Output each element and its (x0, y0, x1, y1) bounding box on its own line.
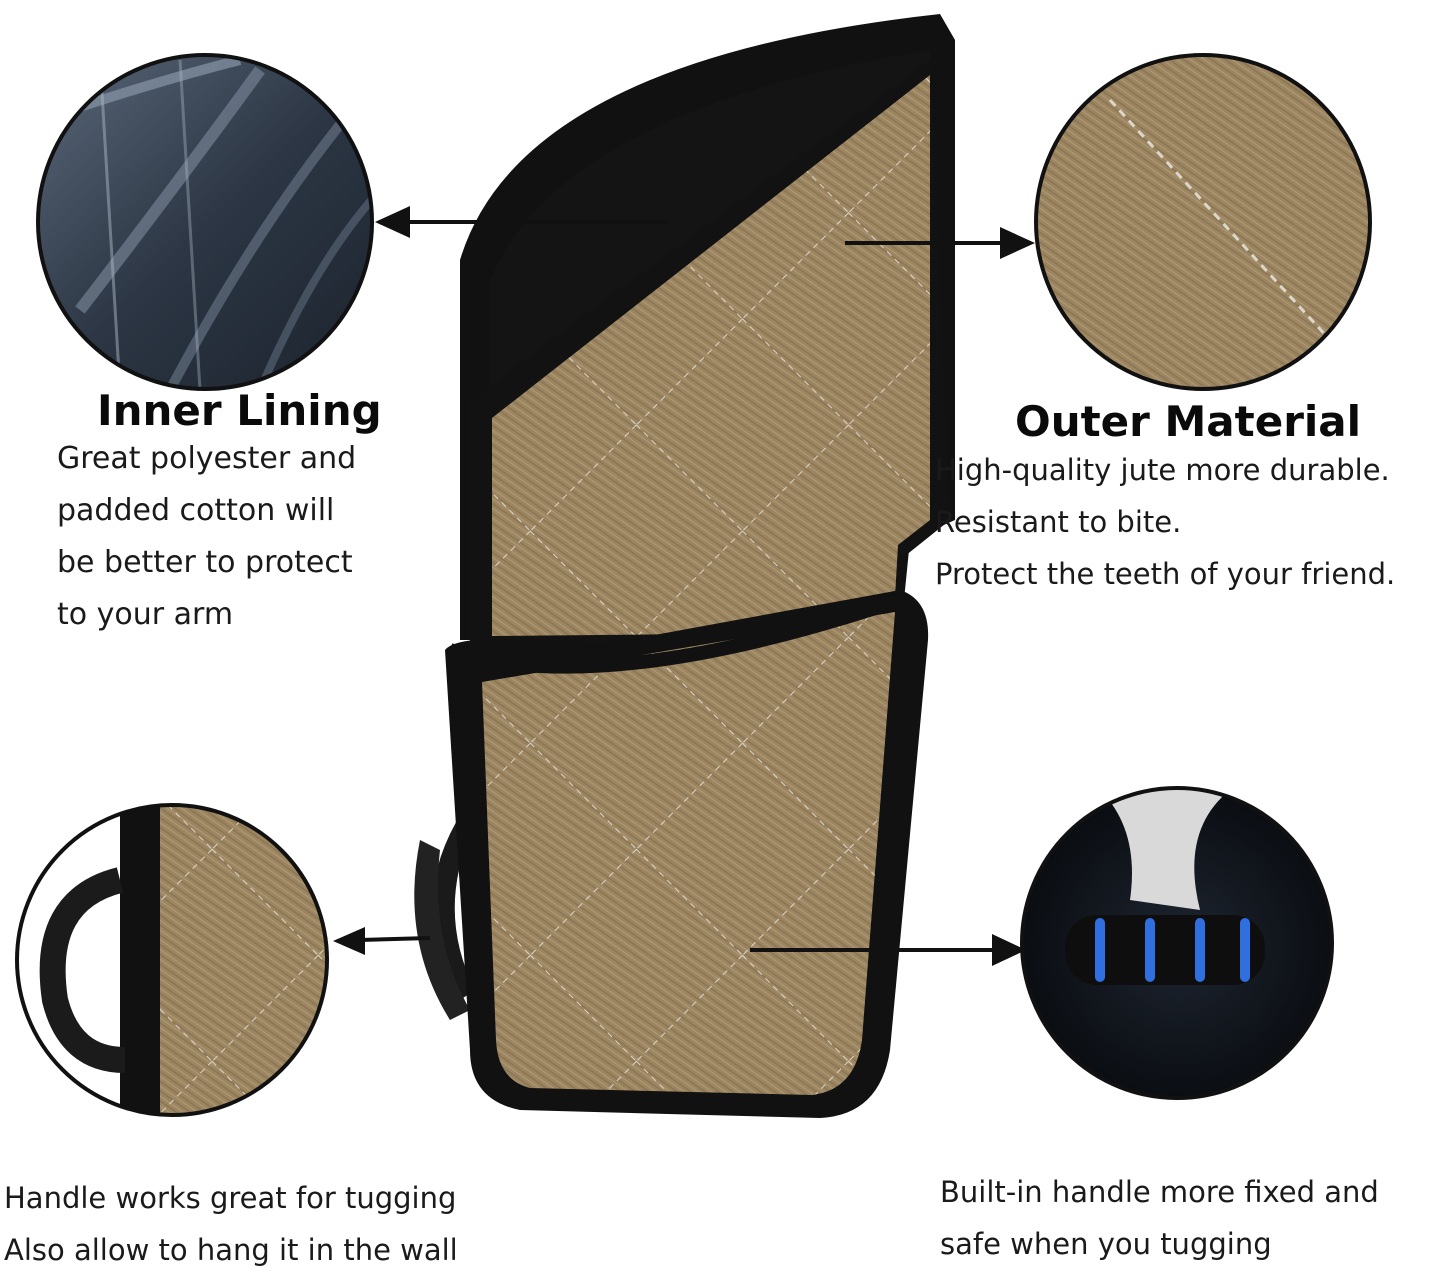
handle-left-line: Also allow to hang it in the wall (4, 1233, 458, 1267)
handle-right-description: Built-in handle more fixed and safe when… (940, 1166, 1379, 1270)
arrow-to-handle-left (333, 927, 431, 955)
handle-right-line: safe when you tugging (940, 1227, 1272, 1261)
handle-left-line: Handle works great for tugging (4, 1181, 457, 1215)
inner-lining-line: Great polyester and (57, 441, 357, 476)
inner-lining-detail-circle (36, 53, 374, 391)
inner-lining-line: be better to protect (57, 545, 353, 580)
inner-lining-title: Inner Lining (97, 386, 382, 435)
handle-right-line: Built-in handle more fixed and (940, 1175, 1379, 1209)
outer-material-description: High-quality jute more durable. Resistan… (935, 444, 1395, 600)
handle-right-detail-circle (1020, 786, 1334, 1100)
arrow-to-outer-material (845, 227, 1035, 259)
outer-material-detail-circle (1034, 53, 1372, 391)
outer-material-line: High-quality jute more durable. (935, 453, 1390, 487)
inner-lining-line: to your arm (57, 597, 234, 632)
arrow-to-handle-right (750, 934, 1026, 966)
outer-material-title: Outer Material (1015, 397, 1362, 446)
handle-left-detail-circle (15, 803, 329, 1117)
outer-material-line: Protect the teeth of your friend. (935, 557, 1396, 591)
inner-lining-line: padded cotton will (57, 493, 335, 528)
handle-left-description: Handle works great for tugging Also allo… (4, 1172, 458, 1276)
outer-material-line: Resistant to bite. (935, 505, 1182, 539)
inner-lining-description: Great polyester and padded cotton will b… (57, 433, 356, 641)
arrow-to-inner-lining (375, 206, 668, 238)
